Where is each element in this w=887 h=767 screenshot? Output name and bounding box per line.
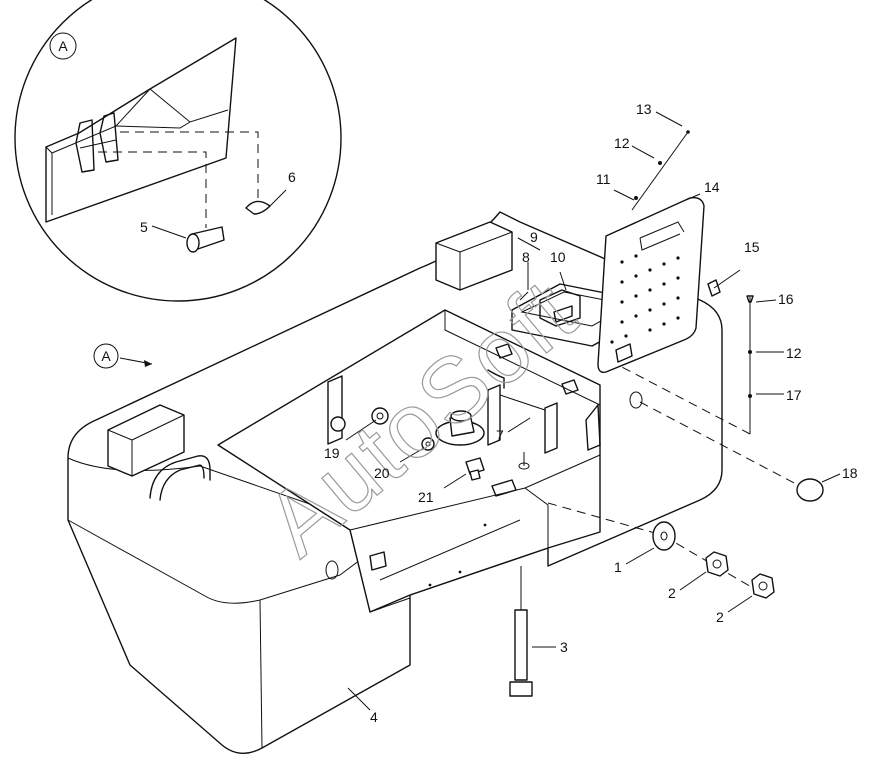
bolt-3	[509, 566, 533, 697]
nut-2b	[751, 573, 775, 599]
callout-19: 19	[324, 445, 340, 461]
view-a-marker: A	[101, 348, 111, 364]
nut-2a	[705, 551, 729, 577]
callout-6: 6	[288, 169, 296, 185]
callout-16: 16	[778, 291, 794, 307]
callout-9: 9	[530, 229, 538, 245]
mounting-bracket-7	[487, 369, 558, 454]
callout-13: 13	[636, 101, 652, 117]
bolt-21	[465, 457, 485, 481]
callout-12: 12	[614, 135, 630, 151]
callout-2: 2	[668, 585, 676, 601]
callout-12: 12	[786, 345, 802, 361]
callout-18: 18	[842, 465, 858, 481]
callout-15: 15	[744, 239, 760, 255]
callout-3: 3	[560, 639, 568, 655]
callout-4: 4	[370, 709, 378, 725]
callout-1: 1	[614, 559, 622, 575]
handle	[149, 455, 211, 501]
washer-1	[652, 521, 676, 551]
view-a-arrow: A	[93, 343, 153, 369]
detail-a-view: A	[14, 0, 342, 302]
weight-block-rear	[435, 221, 513, 291]
chain-assembly	[631, 130, 754, 434]
callout-14: 14	[704, 179, 720, 195]
callout-labels: 1 2 2 3 4 5 6 7 8 9 10 11 12 12 13 14 15…	[140, 101, 858, 725]
callout-20: 20	[374, 465, 390, 481]
weight-block-front	[107, 404, 185, 477]
callout-11: 11	[596, 171, 611, 187]
right-wall-tabs	[495, 343, 601, 451]
callout-10: 10	[550, 249, 566, 265]
callout-leaders	[345, 111, 841, 711]
callout-8: 8	[522, 249, 530, 265]
cover-plate-14	[597, 196, 705, 374]
dashed-leaders	[547, 365, 801, 593]
detail-a-marker: A	[58, 38, 68, 54]
vent-holes	[610, 254, 680, 344]
plug-18	[796, 478, 824, 502]
callout-5: 5	[140, 219, 148, 235]
callout-17: 17	[786, 387, 802, 403]
washer-20	[421, 437, 435, 451]
wing-bolt-15	[707, 269, 741, 297]
callout-2: 2	[716, 609, 724, 625]
callout-7: 7	[496, 427, 504, 443]
callout-21: 21	[418, 489, 434, 505]
small-ellipse-floor	[518, 452, 530, 470]
center-stud	[435, 410, 485, 446]
